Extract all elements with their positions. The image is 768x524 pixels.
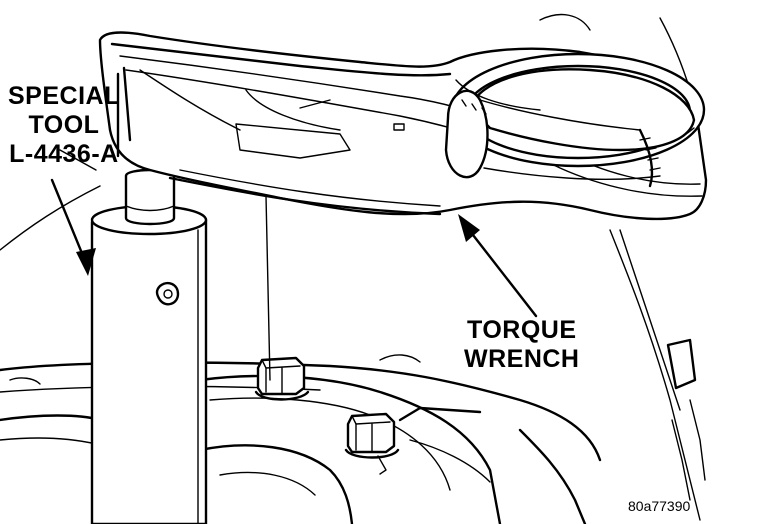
- bolt-upper: [254, 356, 310, 401]
- torque-wrench-callout: TORQUE WRENCH: [464, 318, 580, 376]
- figure-reference-id: 80a77390: [628, 498, 691, 514]
- torque-wrench-line-1: TORQUE: [467, 316, 577, 344]
- bolt-lower: [344, 412, 400, 475]
- special-tool-cylinder: [90, 168, 208, 524]
- special-tool-line-3: L-4436-A: [9, 140, 119, 168]
- housing-background: [0, 13, 706, 524]
- special-tool-line-1: SPECIAL: [8, 82, 120, 110]
- special-tool-callout: SPECIAL TOOL L-4436-A: [8, 84, 120, 171]
- torque-wrench-line-2: WRENCH: [464, 345, 580, 373]
- torque-wrench-body: [98, 31, 708, 381]
- special-tool-callout-arrow: [50, 72, 120, 276]
- torque-wrench-callout-arrow: [458, 214, 538, 318]
- special-tool-line-2: TOOL: [28, 111, 100, 139]
